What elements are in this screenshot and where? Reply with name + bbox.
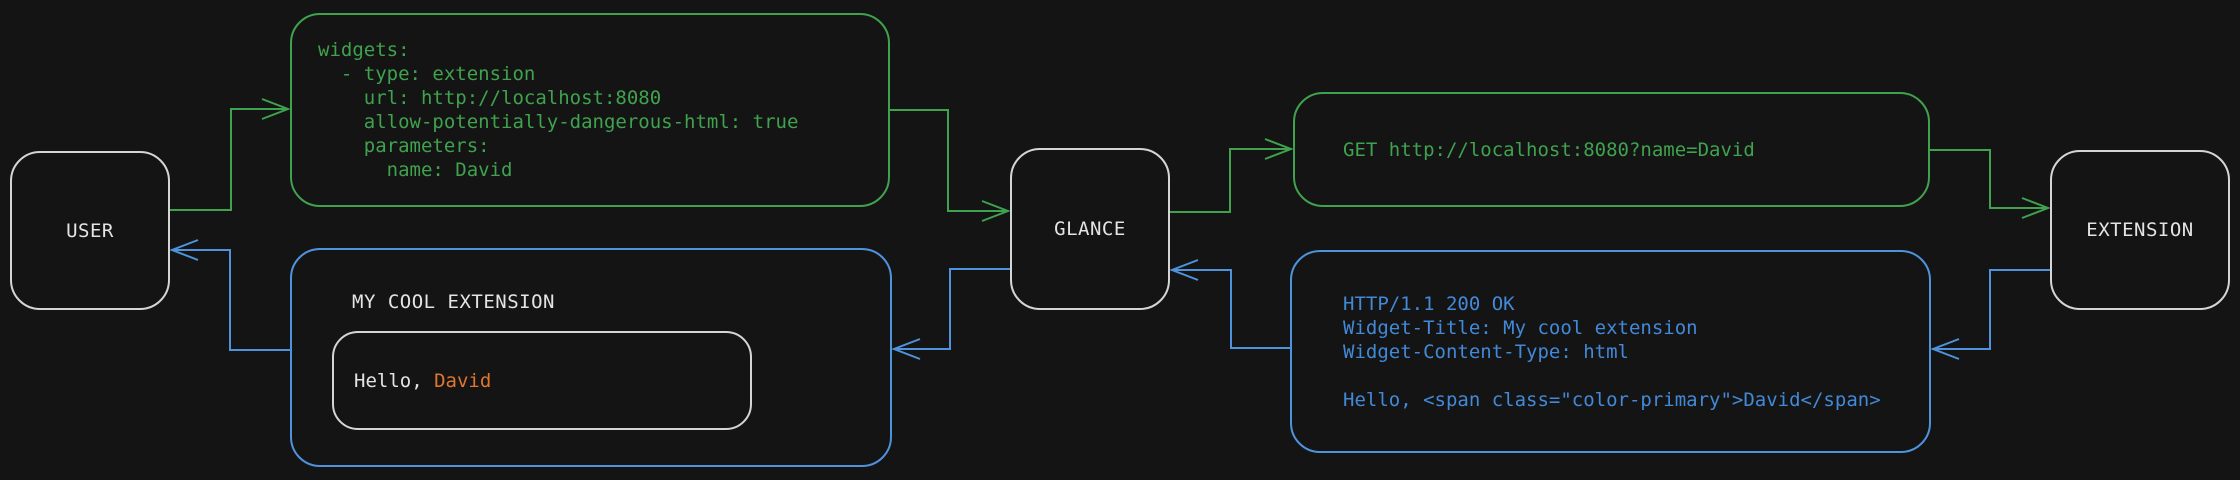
code-line: allow-potentially-dangerous-html: true <box>318 111 799 133</box>
node-user: USER <box>10 151 170 310</box>
greeting-name: David <box>434 369 492 392</box>
arrow-response-to-glance <box>1169 259 1290 349</box>
node-extension: EXTENSION <box>2050 150 2230 310</box>
code-line: url: http://localhost:8080 <box>318 87 662 109</box>
widget-greeting: Hello, David <box>334 370 491 392</box>
http-response-code: HTTP/1.1 200 OK Widget-Title: My cool ex… <box>1292 252 1929 451</box>
code-line: name: David <box>318 159 513 181</box>
http-request-line: GET http://localhost:8080?name=David <box>1343 138 1755 161</box>
code-line: parameters: <box>318 135 490 157</box>
http-request-box: GET http://localhost:8080?name=David <box>1293 92 1930 207</box>
config-yaml-code: widgets: - type: extension url: http://l… <box>292 15 888 205</box>
node-extension-label: EXTENSION <box>2086 219 2194 241</box>
node-user-label: USER <box>66 219 114 242</box>
arrow-glance-to-widget <box>891 268 1010 360</box>
code-line: - type: extension <box>318 63 536 85</box>
greeting-prefix: Hello, <box>354 369 435 392</box>
code-line: Hello, <span class="color-primary">David… <box>1343 388 1881 411</box>
widget-title: MY COOL EXTENSION <box>352 291 555 313</box>
config-yaml-box: widgets: - type: extension url: http://l… <box>290 13 890 207</box>
arrow-user-to-config <box>170 98 291 211</box>
node-glance: GLANCE <box>1010 148 1170 310</box>
arrow-extension-to-response <box>1930 269 2050 360</box>
code-line <box>1343 364 1929 388</box>
widget-preview-box: MY COOL EXTENSION Hello, David <box>290 248 892 467</box>
arrow-widget-to-user <box>169 239 290 351</box>
code-line: HTTP/1.1 200 OK <box>1343 292 1515 315</box>
code-line: Widget-Title: My cool extension <box>1343 316 1698 339</box>
node-glance-label: GLANCE <box>1054 218 1126 240</box>
code-line: widgets: <box>318 39 410 61</box>
arrow-glance-to-request <box>1170 138 1294 213</box>
http-response-box: HTTP/1.1 200 OK Widget-Title: My cool ex… <box>1290 250 1931 453</box>
arrow-config-to-glance <box>890 109 1011 222</box>
arrow-request-to-extension <box>1930 149 2051 219</box>
code-line: Widget-Content-Type: html <box>1343 340 1629 363</box>
widget-inner-box: Hello, David <box>332 331 752 430</box>
